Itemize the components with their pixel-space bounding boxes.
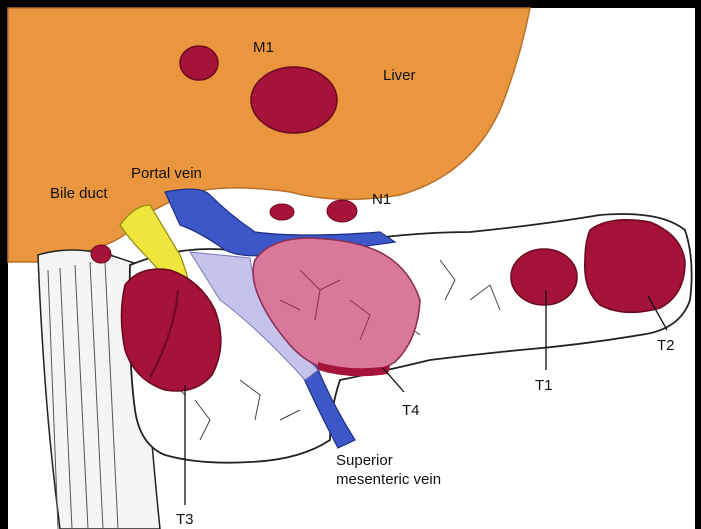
label-t2: T2 — [657, 337, 675, 354]
tumor-t1 — [511, 249, 577, 305]
lymph-node-1 — [270, 204, 294, 220]
lymph-node-2 — [327, 200, 357, 222]
lymph-node-3 — [91, 245, 111, 263]
label-liver: Liver — [383, 67, 416, 84]
label-t3: T3 — [176, 511, 194, 528]
label-bile-duct: Bile duct — [50, 185, 108, 202]
label-smv-line1: Superior — [336, 452, 393, 469]
label-m1: M1 — [253, 39, 274, 56]
label-t1: T1 — [535, 377, 553, 394]
label-n1: N1 — [372, 191, 391, 208]
metastasis-large — [251, 67, 337, 133]
metastasis-small — [180, 46, 218, 80]
label-smv-line2: mesenteric vein — [336, 471, 441, 488]
label-portal-vein: Portal vein — [131, 165, 202, 182]
tumor-t2 — [585, 220, 685, 313]
label-t4: T4 — [402, 402, 420, 419]
